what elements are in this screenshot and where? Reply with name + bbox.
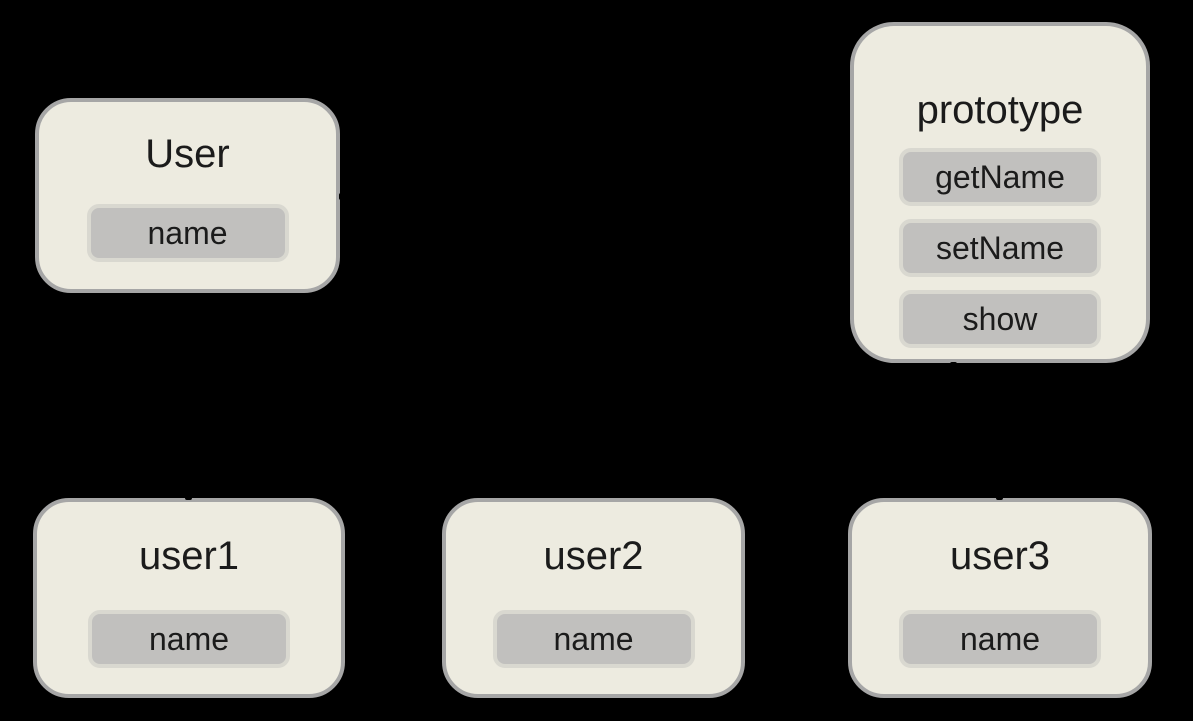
member-pill-name: name [899,610,1101,668]
user2-members: name [492,610,695,668]
user2-box: user2 name [442,498,745,698]
arrow-anchor-mark [996,494,1003,500]
arrow-anchor-mark [339,193,344,200]
user3-members: name [899,610,1101,668]
member-pill-setname: setName [899,219,1101,277]
prototype-box: prototype getName setName show [850,22,1150,363]
user3-box: user3 name [848,498,1152,698]
arrow-anchor-mark [591,492,598,498]
user2-title: user2 [543,534,644,578]
user1-title: user1 [138,534,240,578]
member-pill-name: name [86,204,289,262]
user-class-members: name [86,204,289,262]
arrow-anchor-mark [833,192,842,199]
user1-members: name [88,610,290,668]
user-class-title: User [145,132,230,176]
member-pill-getname: getName [899,148,1101,206]
prototype-members: getName setName show [899,148,1101,348]
member-pill-show: show [899,290,1101,348]
user-class-box: User name [35,98,340,293]
prototype-title: prototype [916,88,1084,132]
member-pill-name: name [88,610,290,668]
arrow-anchor-mark [185,494,192,500]
member-pill-name: name [492,610,695,668]
user3-title: user3 [949,534,1051,578]
user1-box: user1 name [33,498,345,698]
arrow-anchor-mark [950,362,957,369]
